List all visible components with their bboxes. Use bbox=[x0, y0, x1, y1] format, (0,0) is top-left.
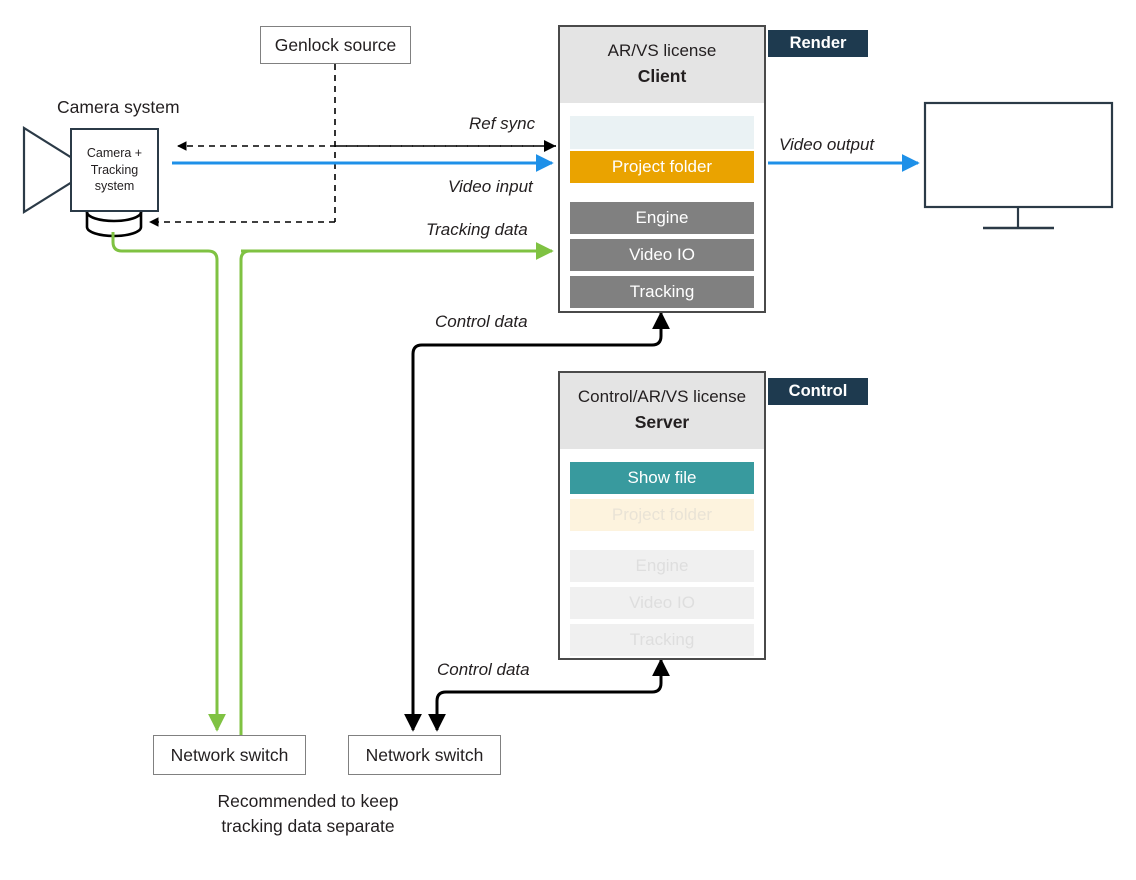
display-monitor-icon bbox=[923, 101, 1114, 230]
tracking-to-switch-wire-b bbox=[239, 249, 251, 736]
client-role-label: Client bbox=[637, 65, 687, 86]
network-switch-right[interactable]: Network switch bbox=[348, 735, 501, 775]
server-row-tracking[interactable]: Tracking bbox=[570, 624, 754, 657]
server-header: Control/AR/VS license Server bbox=[560, 373, 764, 450]
tracking-data-label: Tracking data bbox=[426, 220, 528, 239]
server-row-gap bbox=[570, 536, 754, 550]
network-switch-right-label: Network switch bbox=[365, 744, 484, 765]
control-data-top-label: Control data bbox=[435, 312, 528, 331]
server-row-show-file[interactable]: Show file bbox=[570, 462, 754, 495]
client-row-tracking[interactable]: Tracking bbox=[570, 276, 754, 309]
camera-tracking-system-box[interactable]: Camera + Tracking system bbox=[70, 128, 159, 212]
client-row-blank[interactable] bbox=[570, 116, 754, 150]
client-row-video-io[interactable]: Video IO bbox=[570, 239, 754, 272]
network-switch-left[interactable]: Network switch bbox=[153, 735, 306, 775]
server-module-list: Show file Project folder Engine Video IO… bbox=[560, 449, 764, 671]
tracking-separation-note: Recommended to keep tracking data separa… bbox=[153, 789, 463, 840]
server-row-video-io[interactable]: Video IO bbox=[570, 587, 754, 620]
client-machine-panel[interactable]: AR/VS license Client Project folder Engi… bbox=[558, 25, 766, 313]
tracking-to-switch-wire-a bbox=[111, 232, 226, 732]
server-license-label: Control/AR/VS license bbox=[577, 387, 747, 406]
render-badge: Render bbox=[768, 30, 868, 57]
client-header: AR/VS license Client bbox=[560, 27, 764, 104]
note-line-1: Recommended to keep bbox=[217, 791, 399, 811]
camera-body-line-3: system bbox=[94, 179, 135, 194]
camera-body-line-2: Tracking bbox=[90, 162, 139, 177]
server-row-project-folder[interactable]: Project folder bbox=[570, 499, 754, 532]
genlock-source-label: Genlock source bbox=[274, 34, 397, 55]
client-module-list: Project folder Engine Video IO Tracking bbox=[560, 103, 764, 323]
ref-sync-label: Ref sync bbox=[469, 114, 536, 133]
video-output-label: Video output bbox=[779, 135, 875, 154]
server-role-label: Server bbox=[634, 411, 690, 432]
genlock-source-box[interactable]: Genlock source bbox=[260, 26, 411, 64]
camera-system-label: Camera system bbox=[57, 97, 180, 117]
server-machine-panel[interactable]: Control/AR/VS license Server Show file P… bbox=[558, 371, 766, 660]
camera-lens-icon bbox=[22, 126, 74, 214]
genlock-ref-sync-wire bbox=[149, 64, 556, 227]
video-input-label: Video input bbox=[448, 177, 533, 196]
client-row-project-folder[interactable]: Project folder bbox=[570, 151, 754, 184]
client-row-gap bbox=[570, 188, 754, 202]
control-data-bottom-label: Control data bbox=[437, 660, 530, 679]
client-row-engine[interactable]: Engine bbox=[570, 202, 754, 235]
camera-body-line-1: Camera + bbox=[86, 145, 143, 160]
note-line-2: tracking data separate bbox=[221, 816, 395, 837]
camera-body-text: Camera + Tracking system bbox=[87, 145, 142, 196]
network-switch-left-label: Network switch bbox=[170, 744, 289, 765]
server-row-engine[interactable]: Engine bbox=[570, 550, 754, 583]
client-license-label: AR/VS license bbox=[607, 41, 717, 60]
camera-disc-icon bbox=[85, 211, 143, 238]
control-badge: Control bbox=[768, 378, 868, 405]
ref-sync-arrowhead bbox=[544, 140, 556, 152]
